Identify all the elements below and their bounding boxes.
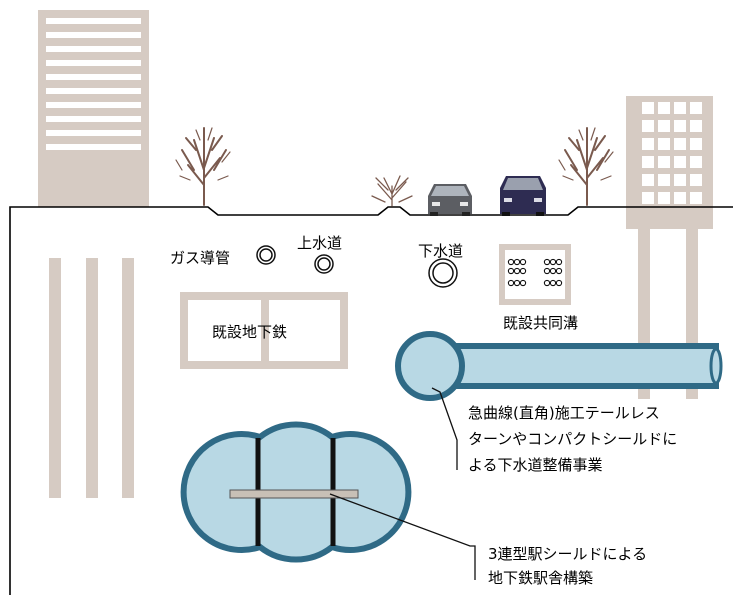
pile: [49, 258, 61, 498]
existing-subway: [180, 292, 348, 369]
building-icon: [38, 10, 149, 207]
sewer-label: 下水道: [418, 242, 463, 260]
gas-pipe-label: ガス導管: [170, 249, 230, 267]
car-icon: [428, 184, 472, 216]
pile: [122, 258, 134, 498]
station-label-line1: 3連型駅シールドによる: [488, 545, 647, 563]
car-icon: [500, 176, 546, 216]
sewer-project-label-line1: 急曲線(直角)施工テールレス: [468, 404, 660, 422]
triple-shield-station: [180, 421, 412, 563]
ground-surface-line: [9, 206, 733, 595]
station-platform-beam: [229, 489, 359, 499]
station-label-line2: 地下鉄駅舎構築: [488, 569, 593, 587]
building-stripes: [46, 18, 141, 150]
gas-pipe: [256, 245, 276, 265]
sewer-project-leader-line: [431, 387, 458, 470]
existing-utility-tunnel: [499, 244, 571, 305]
sewer-project-label-line2: ターンやコンパクトシールドに: [468, 430, 677, 448]
sewer-pipe: [428, 258, 458, 288]
pile: [86, 258, 98, 498]
tree-icon: [175, 127, 231, 206]
water-main-label: 上水道: [297, 234, 342, 252]
left-building: [38, 10, 149, 498]
existing-subway-label: 既設地下鉄: [212, 323, 287, 341]
existing-utility-tunnel-label: 既設共同溝: [503, 314, 578, 332]
water-main-pipe: [314, 254, 334, 274]
tree-icon: [558, 127, 614, 206]
building-windows: [642, 102, 702, 204]
sewer-project-label-line3: よる下水道整備事業: [468, 456, 603, 474]
sewer-shield-tunnel: [395, 331, 723, 401]
station-leader-line: [329, 493, 476, 580]
shrub-icon: [371, 175, 413, 207]
